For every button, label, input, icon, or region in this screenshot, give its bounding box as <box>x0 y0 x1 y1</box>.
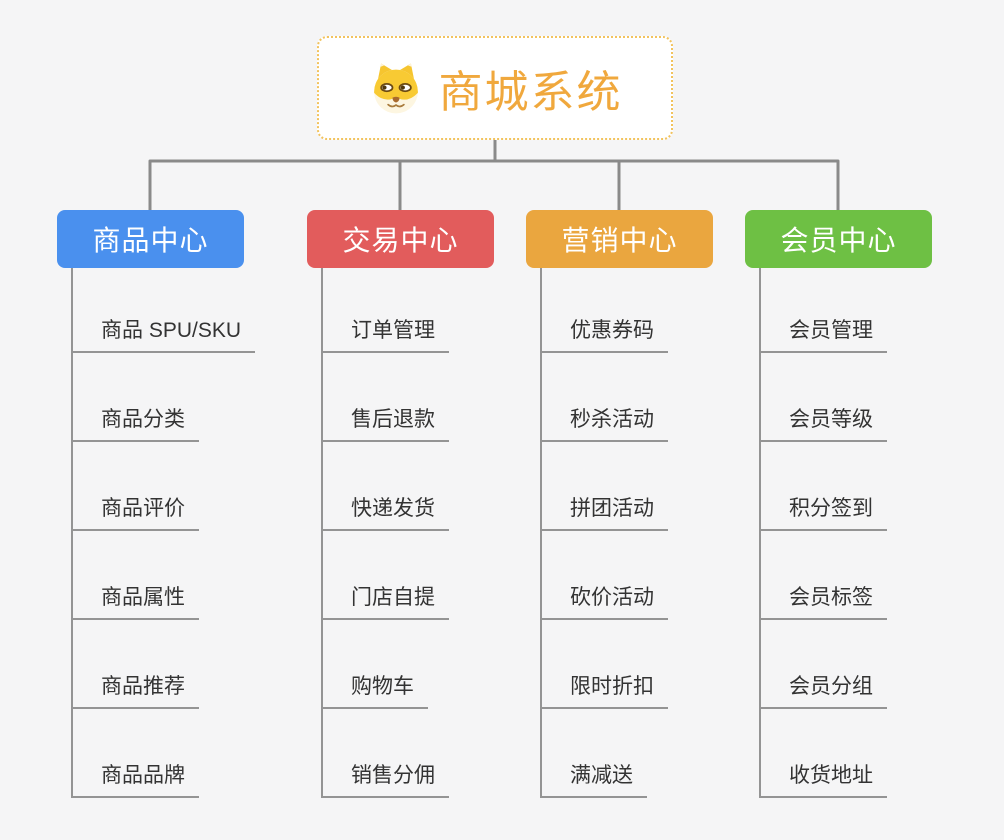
leaf-slot: 商品属性 <box>73 531 328 620</box>
leaf-node[interactable]: 门店自提 <box>323 581 449 620</box>
leaf-slot: 满减送 <box>542 709 797 798</box>
branch-label: 交易中心 <box>342 225 459 256</box>
leaf-slot: 门店自提 <box>323 531 578 620</box>
branch-column-marketing: 优惠券码秒杀活动拼团活动砍价活动限时折扣满减送 <box>540 262 797 798</box>
leaf-node[interactable]: 限时折扣 <box>542 670 668 709</box>
leaf-slot: 砍价活动 <box>542 531 797 620</box>
leaf-node[interactable]: 商品属性 <box>73 581 199 620</box>
leaf-slot: 会员标签 <box>761 531 1004 620</box>
root-title: 商城系统 <box>438 68 623 117</box>
leaf-slot: 会员等级 <box>761 353 1004 442</box>
branch-column-products: 商品 SPU/SKU 商品分类商品评价商品属性商品推荐商品品牌 <box>71 262 328 798</box>
leaf-slot: 收货地址 <box>761 709 1004 798</box>
leaf-node[interactable]: 砍价活动 <box>542 581 668 620</box>
leaf-node[interactable]: 售后退款 <box>323 403 449 442</box>
leaf-slot: 会员分组 <box>761 620 1004 709</box>
leaf-node[interactable]: 会员标签 <box>761 581 887 620</box>
root-node[interactable]: 商城系统 <box>317 36 673 140</box>
leaf-slot: 秒杀活动 <box>542 353 797 442</box>
branch-column-trade: 订单管理售后退款快递发货门店自提购物车销售分佣 <box>321 262 578 798</box>
branch-column-members: 会员管理会员等级积分签到会员标签会员分组收货地址 <box>759 262 1004 798</box>
branch-label: 会员中心 <box>780 225 897 256</box>
branch-node-members[interactable]: 会员中心 <box>745 210 932 268</box>
leaf-node[interactable]: 秒杀活动 <box>542 403 668 442</box>
dog-face-icon <box>368 60 424 116</box>
leaf-node[interactable]: 会员分组 <box>761 670 887 709</box>
leaf-node[interactable]: 销售分佣 <box>323 759 449 798</box>
leaf-node[interactable]: 优惠券码 <box>542 314 668 353</box>
leaf-node[interactable]: 积分签到 <box>761 492 887 531</box>
leaf-slot: 快递发货 <box>323 442 578 531</box>
branch-label: 商品中心 <box>92 225 209 256</box>
leaf-slot: 售后退款 <box>323 353 578 442</box>
leaf-slot: 拼团活动 <box>542 442 797 531</box>
branch-label: 营销中心 <box>561 225 678 256</box>
leaf-slot: 购物车 <box>323 620 578 709</box>
leaf-node[interactable]: 会员管理 <box>761 314 887 353</box>
leaf-node[interactable]: 商品推荐 <box>73 670 199 709</box>
leaf-slot: 商品评价 <box>73 442 328 531</box>
leaf-node[interactable]: 商品 SPU/SKU <box>73 314 256 353</box>
leaf-slot: 商品 SPU/SKU <box>73 262 328 353</box>
leaf-node[interactable]: 订单管理 <box>323 314 449 353</box>
leaf-node[interactable]: 收货地址 <box>761 759 887 798</box>
branch-node-trade[interactable]: 交易中心 <box>307 210 494 268</box>
leaf-node[interactable]: 商品品牌 <box>73 759 199 798</box>
leaf-slot: 订单管理 <box>323 262 578 353</box>
branch-node-products[interactable]: 商品中心 <box>57 210 244 268</box>
leaf-node[interactable]: 快递发货 <box>323 492 449 531</box>
leaf-slot: 会员管理 <box>761 262 1004 353</box>
leaf-node[interactable]: 商品分类 <box>73 403 199 442</box>
leaf-slot: 优惠券码 <box>542 262 797 353</box>
leaf-slot: 商品推荐 <box>73 620 328 709</box>
leaf-slot: 销售分佣 <box>323 709 578 798</box>
leaf-slot: 积分签到 <box>761 442 1004 531</box>
leaf-node[interactable]: 商品评价 <box>73 492 199 531</box>
leaf-slot: 商品分类 <box>73 353 328 442</box>
leaf-node[interactable]: 满减送 <box>542 759 647 798</box>
leaf-node[interactable]: 购物车 <box>323 670 428 709</box>
branch-node-marketing[interactable]: 营销中心 <box>526 210 713 268</box>
leaf-slot: 限时折扣 <box>542 620 797 709</box>
leaf-node[interactable]: 会员等级 <box>761 403 887 442</box>
leaf-node[interactable]: 拼团活动 <box>542 492 668 531</box>
leaf-slot: 商品品牌 <box>73 709 328 798</box>
